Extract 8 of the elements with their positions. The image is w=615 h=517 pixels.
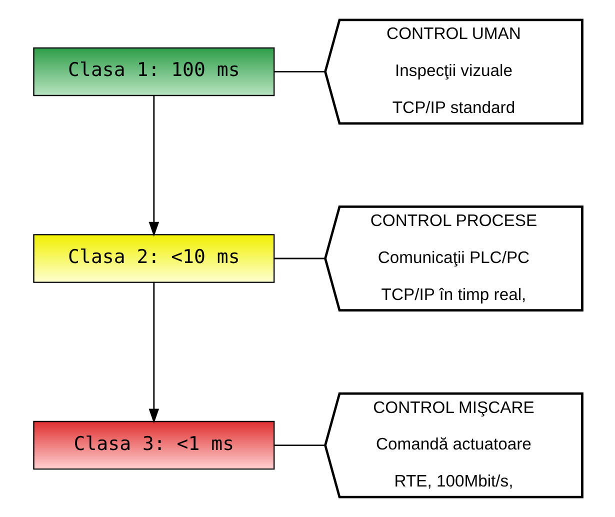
connector — [274, 444, 324, 446]
node-box: Clasa 1: 100 ms — [32, 47, 274, 96]
connector — [274, 71, 324, 72]
connector — [274, 258, 324, 260]
arrow — [148, 96, 159, 237]
node-box: Clasa 3: <1 ms — [32, 420, 274, 470]
arrow — [148, 282, 159, 424]
node-box: Clasa 2: <10 ms — [32, 234, 274, 283]
